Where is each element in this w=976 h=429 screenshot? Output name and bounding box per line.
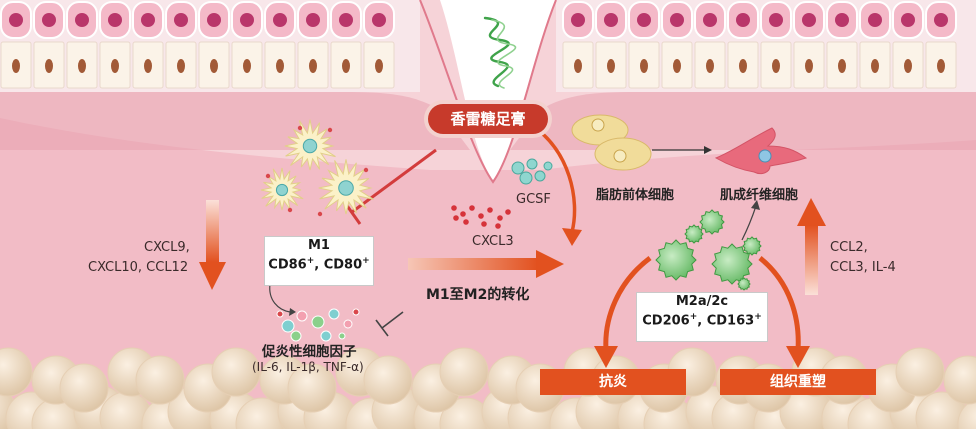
m1-markers: CD86+, CD80+ [268,255,370,272]
ointment-squiggle-icon [483,16,517,89]
gcsf-dots [511,158,553,185]
preadipocyte-cells [571,114,652,171]
drug-name-label: 香雷糖足膏 [450,110,526,128]
m2-to-remodeling-arrow [758,256,801,351]
inhibit-transition-arrow [375,311,404,337]
anti-inflammatory-bar: 抗炎 [540,369,686,395]
m2-markers: CD206+, CD163+ [642,311,762,328]
m1-to-m2-label: M1至M2的转化 [426,287,530,303]
ccl-right-line1: CCL2, [830,240,868,255]
drug-name-pill: 香雷糖足膏 [428,104,548,134]
myofibroblast-cell-icon [714,127,808,175]
cytokine-dots [276,308,360,342]
myofibroblast-label: 肌成纤维细胞 [720,188,799,203]
cxcl3-label: CXCL3 [472,234,514,249]
wound-edge [419,0,557,184]
chemokines-left-line2: CXCL10, CCL12 [88,260,189,275]
m2-to-antiinflammatory-arrow [603,256,652,351]
m2-to-myofibroblast-arrow [741,205,757,241]
ccl-right-line2: CCL3, IL-4 [830,260,896,275]
epidermis-left [0,0,470,150]
m1-marker-box: M1 CD86+, CD80+ [264,236,374,286]
gcsf-label: GCSF [516,192,551,207]
m2-title: M2a/2c [675,294,729,309]
wound-notch [420,0,556,180]
m1-to-m2-arrow [408,250,564,278]
m1-title: M1 [308,238,330,253]
pro-inflammatory-list: (IL-6, IL-1β, TNF-α) [252,360,364,374]
tissue-remodeling-bar: 组织重塑 [720,369,876,395]
m2-to-remodeling-arrowhead [786,346,810,368]
m2-marker-box: M2a/2c CD206+, CD163+ [636,292,768,342]
chemokines-left-line1: CXCL9, [144,240,190,255]
m2-macrophage-cluster [655,209,762,291]
m2-to-antiinflammatory-arrowhead [594,346,618,368]
chemokine-down-arrow [199,200,226,290]
cxcl3-dots [451,205,511,229]
m1-macrophage-cluster [260,119,374,217]
m2-to-myofibroblast-arrowhead [751,200,760,210]
pro-inflammatory-label: 促炎性细胞因子 [262,344,357,360]
m1-to-cytokine-arrowhead [289,308,296,316]
drug-to-m2-arrow [529,122,577,233]
preadipocyte-label: 脂肪前体细胞 [596,188,675,203]
m1-to-cytokine-arrow [269,283,291,313]
preadipocyte-to-myofibroblast-arrow [652,146,712,154]
drug-to-m2-arrowhead [562,228,582,246]
ccl-up-arrow [797,198,826,295]
